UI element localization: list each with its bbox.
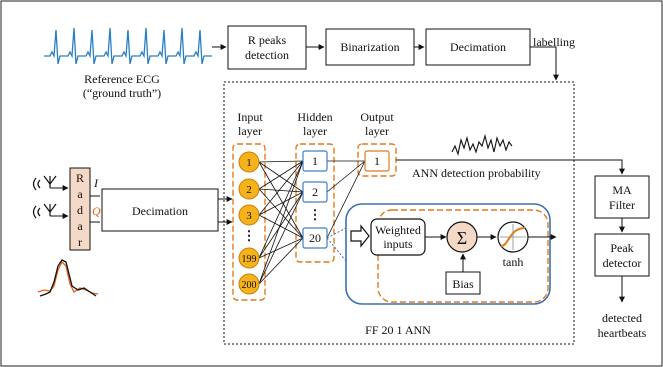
input-hidden-connection <box>258 161 304 239</box>
tanh-curve <box>500 227 526 247</box>
input-hidden-connection <box>258 237 304 259</box>
tanh-label: tanh <box>503 255 524 269</box>
ann-region <box>223 81 575 345</box>
peak-detector-label-line2: detector <box>603 256 642 270</box>
ann-connections <box>258 160 366 285</box>
input-hidden-connection <box>258 237 304 285</box>
input-node-3-label: 3 <box>246 210 252 222</box>
ma-filter-box <box>594 175 650 219</box>
input-node-1-label: 1 <box>246 157 252 169</box>
input-node-200: 200 <box>238 273 260 295</box>
radar-signal-black <box>39 259 97 297</box>
weighted-inputs-label-line1: Weighted <box>375 223 421 237</box>
r-peaks-label-line1: R peaks <box>248 33 287 47</box>
input-hidden-connection <box>258 191 304 259</box>
input-node-200-label: 200 <box>242 280 257 291</box>
input-hidden-connection <box>258 214 304 239</box>
ann-footer-label: FF 20 1 ANN <box>365 323 431 337</box>
radar-antenna-tx-icon <box>32 175 57 191</box>
input-layer-group <box>232 143 266 301</box>
neuron-input-arrow-icon <box>350 224 370 248</box>
binarization-label: Binarization <box>340 40 399 54</box>
detected-heartbeats-line1: detected <box>602 311 642 325</box>
peak-detector-box <box>594 233 650 277</box>
radar-letter-4: a <box>77 219 83 233</box>
radar-letter-5: r <box>78 235 82 249</box>
output-to-ma-arrow <box>396 159 625 175</box>
peak-detector-label-line1: Peak <box>610 241 633 255</box>
input-layer-label-line1: Input <box>237 110 263 124</box>
radar-signal-orange <box>37 260 99 295</box>
input-hidden-connection <box>258 188 304 193</box>
radar-q-label: Q <box>92 204 101 218</box>
input-node-199-label: 199 <box>242 254 257 265</box>
detected-heartbeats-line2: heartbeats <box>598 326 647 340</box>
input-hidden-connection <box>258 161 304 193</box>
input-hidden-connection <box>258 160 304 216</box>
decimation-radar-box <box>101 188 219 232</box>
radar-i-label: I <box>93 176 99 190</box>
input-hidden-connection <box>258 160 304 163</box>
output-layer-label-line2: layer <box>365 124 389 138</box>
hidden-layer-label-line2: layer <box>303 124 327 138</box>
input-hidden-connection <box>258 191 304 285</box>
hidden-nodes-ellipsis: ⋮ <box>309 207 322 222</box>
decimation-radar-label: Decimation <box>132 204 188 218</box>
weighted-inputs-label-line2: inputs <box>383 237 413 251</box>
reference-ecg-title: Reference ECG <box>84 72 160 86</box>
hidden-output-connection <box>326 160 366 239</box>
input-node-2: 2 <box>238 178 260 200</box>
output-node-label: 1 <box>374 154 380 168</box>
radar-box <box>69 167 91 251</box>
input-hidden-connection <box>258 160 304 285</box>
radar-letter-1: R <box>76 171 84 185</box>
reference-ecg-subtitle: (“ground truth”) <box>83 86 161 100</box>
labelling-label: labelling <box>533 35 575 49</box>
input-node-3: 3 <box>238 204 260 226</box>
input-hidden-connection <box>258 160 304 259</box>
ma-filter-label-line1: MA <box>612 183 632 197</box>
radar-letter-3: d <box>77 203 83 217</box>
output-node: 1 <box>364 150 390 172</box>
labelling-arrow <box>530 46 559 81</box>
ann-detection-probability-label: ANN detection probability <box>412 166 541 180</box>
reference-ecg-waveform <box>44 27 212 65</box>
hidden-node-1: 1 <box>302 150 328 172</box>
input-hidden-connection <box>258 191 304 216</box>
r-peaks-detection-box <box>227 25 307 70</box>
hidden-layer-label-line1: Hidden <box>297 110 332 124</box>
hidden-node-1-label: 1 <box>312 154 318 168</box>
radar-antenna-rx-icon <box>32 203 57 219</box>
input-hidden-connection <box>258 188 304 239</box>
hidden-node-2-label: 2 <box>312 185 318 199</box>
radar-letter-2: a <box>77 187 83 201</box>
output-layer-label-line1: Output <box>360 110 394 124</box>
neuron-detail-dashed-frame <box>377 209 549 303</box>
input-node-2-label: 2 <box>246 184 252 196</box>
ann-probability-waveform <box>451 133 513 156</box>
summation-symbol: Σ <box>457 228 467 248</box>
hidden-node-20: 20 <box>302 227 328 249</box>
hidden-node-2: 2 <box>302 181 328 203</box>
input-node-199: 199 <box>238 247 260 269</box>
decimation-top-label: Decimation <box>450 40 506 54</box>
hidden-node-20-label: 20 <box>309 231 321 245</box>
input-hidden-connection <box>258 160 304 190</box>
bias-label: Bias <box>452 277 474 291</box>
r-peaks-label-line2: detection <box>245 48 289 62</box>
input-node-1: 1 <box>238 151 260 173</box>
hidden-output-connection <box>326 160 366 193</box>
input-nodes-ellipsis: ⋮ <box>243 228 256 243</box>
ma-filter-label-line2: Filter <box>609 198 635 212</box>
input-layer-label-line2: layer <box>238 124 262 138</box>
